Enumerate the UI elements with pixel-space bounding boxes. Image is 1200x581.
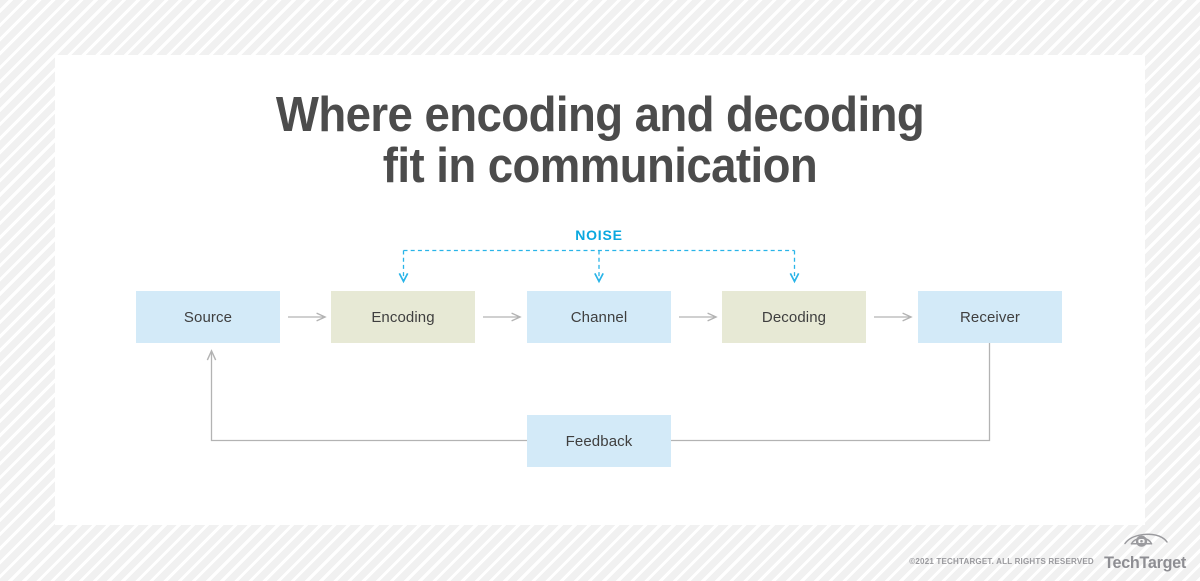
techtarget-wordmark: TechTarget [1104,553,1186,572]
noise-label: NOISE [575,227,623,243]
eye-icon [1122,531,1168,553]
node-encoding[interactable]: Encoding [331,291,475,343]
node-channel[interactable]: Channel [527,291,671,343]
techtarget-logo: TechTarget [1102,531,1188,571]
node-feedback[interactable]: Feedback [527,415,671,467]
page-title-line-1: Where encoding and decoding [275,88,925,142]
copyright-text: ©2021 TECHTARGET. ALL RIGHTS RESERVED [909,557,1094,566]
node-source[interactable]: Source [136,291,280,343]
footer: ©2021 TECHTARGET. ALL RIGHTS RESERVED Te… [909,531,1188,571]
page-title: Where encoding and decoding fit in commu… [93,90,1107,192]
node-receiver[interactable]: Receiver [918,291,1062,343]
page-title-line-2: fit in communication [382,139,818,193]
node-decoding[interactable]: Decoding [722,291,866,343]
